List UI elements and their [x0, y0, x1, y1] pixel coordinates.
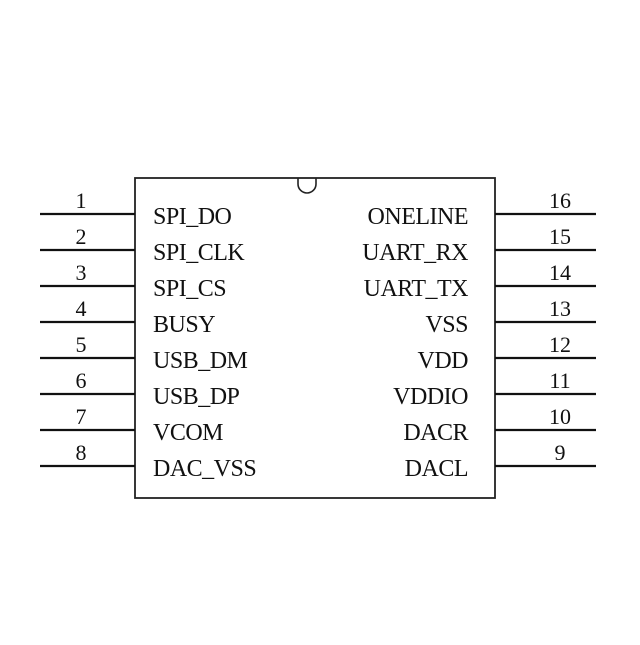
pin-13-number: 13: [549, 296, 571, 321]
pin-2-label: SPI_CLK: [153, 240, 245, 266]
pin1-notch: [297, 178, 317, 194]
pin-3-label: SPI_CS: [153, 276, 226, 302]
ic-body: [134, 177, 496, 499]
pin-15-number: 15: [549, 224, 571, 249]
pin-10-label: DACR: [403, 420, 468, 446]
pin-6-number: 6: [76, 368, 87, 393]
pin-6-label: USB_DP: [153, 384, 240, 410]
pin-8-label: DAC_VSS: [153, 456, 256, 482]
pin-13-label: VSS: [425, 312, 468, 338]
pin-7-label: VCOM: [153, 420, 223, 446]
pin-5-label: USB_DM: [153, 348, 248, 374]
pin-2-number: 2: [76, 224, 87, 249]
pin-5-number: 5: [76, 332, 87, 357]
pin-12-label: VDD: [418, 348, 469, 374]
pin-4-label: BUSY: [153, 312, 215, 338]
pin-11-label: VDDIO: [393, 384, 468, 410]
pin-11-number: 11: [549, 368, 570, 393]
pin-1-label: SPI_DO: [153, 204, 232, 230]
pin-1-number: 1: [76, 188, 87, 213]
pin-14-label: UART_TX: [364, 276, 469, 302]
pin-9-number: 9: [555, 440, 566, 465]
pin-4-number: 4: [76, 296, 87, 321]
pin-10-number: 10: [549, 404, 571, 429]
pin-9-label: DACL: [405, 456, 468, 482]
pin-16-number: 16: [549, 188, 571, 213]
pin-14-number: 14: [549, 260, 571, 285]
pin-8-number: 8: [76, 440, 87, 465]
pin-15-label: UART_RX: [362, 240, 468, 266]
pin-12-number: 12: [549, 332, 571, 357]
pin-7-number: 7: [76, 404, 87, 429]
pin-16-label: ONELINE: [368, 204, 468, 230]
pin-3-number: 3: [76, 260, 87, 285]
